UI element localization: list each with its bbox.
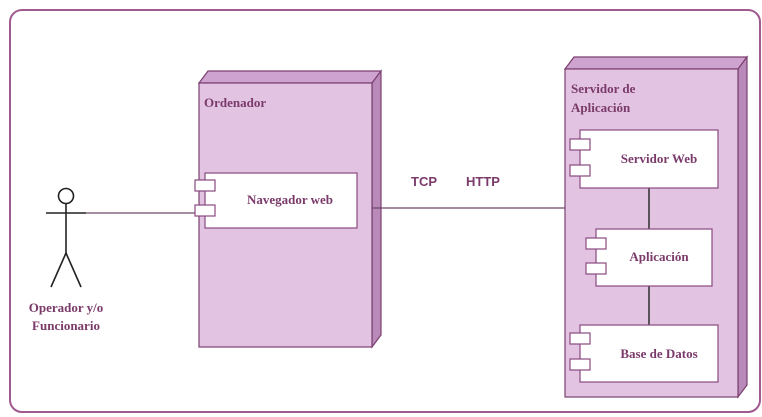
server-node-title-line1: Servidor de: [571, 81, 636, 96]
component-box: [204, 172, 358, 229]
server-node-top: [563, 56, 749, 70]
component-label: Navegador web: [247, 192, 333, 207]
actor-label-line2: Funcionario: [32, 318, 100, 333]
component-base-de-datos[interactable]: Base de Datos: [569, 324, 719, 383]
component-tab-bottom: [194, 204, 216, 217]
actor[interactable]: Operador y/o Funcionario: [29, 187, 104, 334]
component-aplicacion[interactable]: Aplicación: [585, 228, 713, 287]
component-label: Servidor Web: [621, 151, 697, 166]
actor-head: [57, 187, 75, 205]
server-node[interactable]: Servidor de Aplicación Servidor Web Apli…: [563, 55, 749, 399]
actor-left-leg: [50, 252, 67, 288]
component-tab-bottom: [569, 164, 591, 177]
component-box: [579, 324, 719, 383]
component-label: Aplicación: [629, 249, 689, 264]
protocol-tcp-label: TCP: [411, 174, 437, 189]
component-tab-top: [569, 138, 591, 151]
component-servidor-web[interactable]: Servidor Web: [569, 129, 719, 189]
actor-right-leg: [65, 252, 82, 288]
component-tab-bottom: [569, 358, 591, 371]
component-box: [579, 129, 719, 189]
component-tab-top: [194, 179, 216, 192]
component-navegador-web[interactable]: Navegador web: [194, 172, 358, 229]
protocol-http-label: HTTP: [466, 174, 500, 189]
client-node-side: [371, 69, 382, 349]
component-tab-top: [585, 237, 607, 250]
client-node[interactable]: Ordenador Navegador web: [194, 69, 383, 349]
client-node-top: [197, 70, 383, 84]
server-node-side: [737, 55, 748, 399]
component-label: Base de Datos: [620, 346, 697, 361]
component-tab-top: [569, 332, 591, 345]
server-node-title-line2: Aplicación: [571, 100, 631, 115]
component-tab-bottom: [585, 262, 607, 275]
diagram-frame: [9, 9, 761, 413]
actor-label-line1: Operador y/o: [29, 300, 104, 315]
component-box: [595, 228, 713, 287]
client-node-title: Ordenador: [204, 95, 266, 110]
